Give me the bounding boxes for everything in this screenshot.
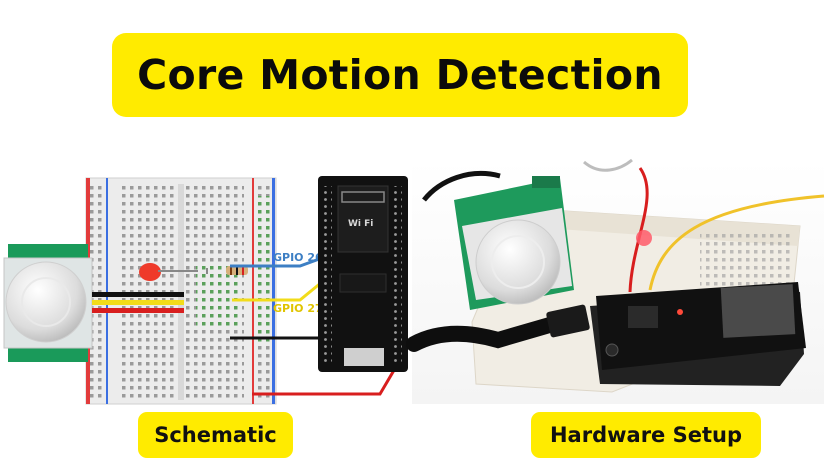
page-title: Core Motion Detection [137, 51, 663, 99]
photo-esp32-board-icon [590, 282, 806, 386]
usb-cable-icon [406, 304, 590, 352]
esp32-board-icon: Wi Fi [318, 176, 408, 372]
breadboard [85, 177, 277, 405]
schematic-label: Schematic [138, 412, 293, 458]
sensor-wires [92, 292, 184, 313]
title-banner: Core Motion Detection [112, 33, 688, 117]
schematic-diagram: GPIO 26 GPIO 27 Wi Fi [3, 176, 408, 405]
resistor-icon [206, 266, 248, 275]
wifi-logo-text: Wi Fi [348, 219, 373, 229]
hardware-setup-label-text: Hardware Setup [549, 423, 742, 447]
pir-sensor-icon [3, 244, 93, 362]
led-icon [139, 263, 198, 281]
photo-wires [422, 158, 825, 293]
hardware-photo [406, 158, 825, 404]
gpio27-label: GPIO 27 [273, 302, 323, 315]
hardware-setup-label: Hardware Setup [531, 412, 761, 458]
schematic-label-text: Schematic [154, 423, 277, 447]
photo-pir-sensor-icon [454, 176, 574, 310]
gpio26-label: GPIO 26 [273, 251, 323, 264]
